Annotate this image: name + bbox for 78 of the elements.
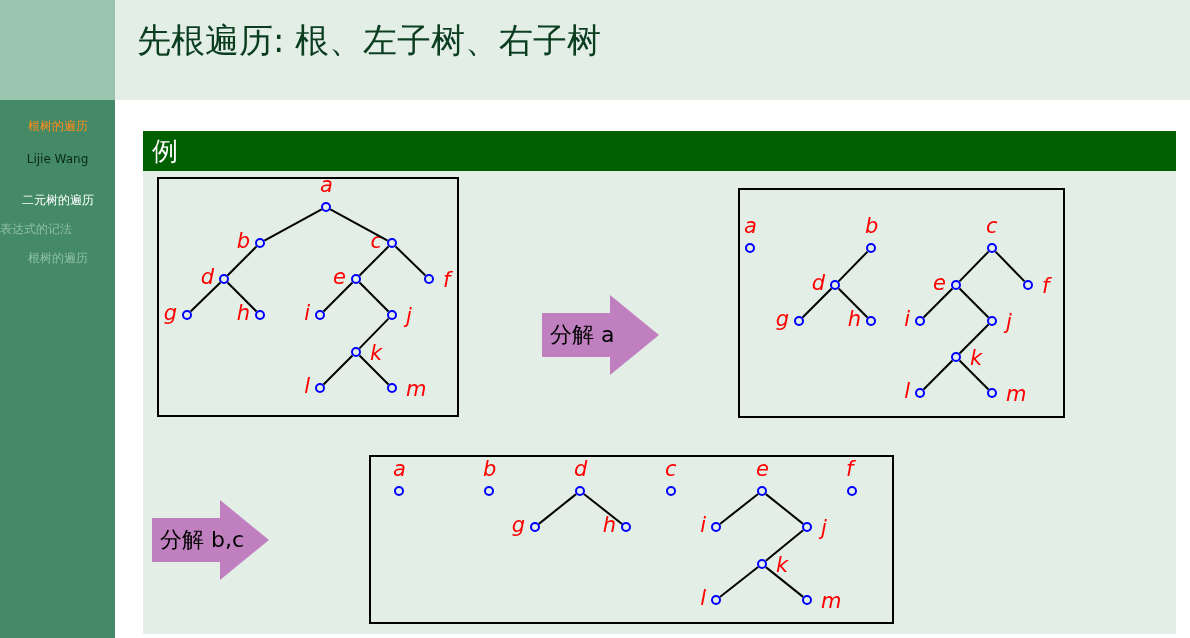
vertex-label: b	[236, 230, 250, 252]
vertex-label: f	[1042, 275, 1050, 297]
tree-edge	[189, 281, 222, 313]
tree-edge	[263, 208, 323, 242]
vertex-label: l	[700, 587, 706, 609]
vertex-label: b	[865, 215, 879, 237]
vertex-label: m	[821, 590, 842, 612]
vertex-label: h	[236, 302, 250, 324]
vertex-label: d	[200, 266, 214, 288]
tree-edge	[329, 208, 389, 242]
tree-edge	[582, 493, 624, 525]
arrow-label: 分解 b,c	[160, 526, 245, 554]
vertex-label: d	[811, 272, 825, 294]
vertex-label: g	[511, 514, 525, 536]
vertex-label: d	[574, 458, 588, 480]
tree-frame	[369, 455, 894, 624]
vertex-label: e	[333, 266, 346, 288]
tree-edge	[226, 281, 258, 313]
tree-edge	[322, 281, 354, 313]
slide-title: 先根遍历: 根、左子树、右子树	[137, 19, 602, 62]
vertex-label: k	[970, 347, 983, 369]
block-arrow	[152, 500, 270, 580]
vertex-label: m	[406, 378, 427, 400]
vertex-label: k	[776, 554, 789, 576]
vertex-label: b	[483, 458, 497, 480]
tree-edge	[922, 359, 954, 391]
tree-edge	[958, 323, 990, 355]
tree-edge	[537, 493, 578, 525]
vertex-label: f	[846, 458, 854, 480]
vertex-label: c	[665, 458, 677, 480]
tree-edge	[958, 287, 990, 319]
vertex-label: h	[602, 514, 616, 536]
vertex-label: h	[847, 308, 861, 330]
vertex-label: e	[756, 458, 769, 480]
tree-edge	[764, 529, 805, 562]
tree-edge	[958, 359, 990, 391]
tree-frame	[738, 188, 1065, 418]
vertex-label: e	[933, 272, 946, 294]
vertex-label: i	[904, 308, 910, 330]
vertex-label: l	[904, 380, 910, 402]
tree-edge	[764, 493, 805, 525]
vertex-label: a	[393, 458, 406, 480]
vertex-label: c	[986, 215, 998, 237]
vertex-label: i	[700, 514, 706, 536]
tree-edge	[226, 245, 258, 277]
side-nav-item: 二元树的遍历	[20, 193, 95, 207]
tree-edge	[322, 354, 354, 386]
author-name: Lijie Wang	[25, 152, 90, 166]
side-nav-item: 根树的遍历	[26, 251, 89, 265]
vertex-label: f	[443, 269, 451, 291]
tree-edge	[358, 317, 390, 350]
tree-edge	[358, 354, 390, 386]
tree-edge	[358, 245, 390, 277]
tree-edge	[837, 287, 869, 319]
vertex-label: g	[163, 302, 177, 324]
vertex-label: i	[304, 302, 310, 324]
vertex-label: g	[775, 308, 789, 330]
tree-edge	[994, 250, 1026, 283]
tree-edge	[718, 566, 760, 598]
tree-edge	[958, 250, 990, 283]
tree-edge	[718, 493, 760, 525]
tree-edge	[922, 287, 954, 319]
tree-edge	[837, 250, 869, 283]
arrow-label: 分解 a	[550, 321, 615, 349]
tree-edge	[394, 245, 427, 277]
vertex-label: l	[304, 375, 310, 397]
vertex-label: m	[1006, 383, 1027, 405]
side-nav-item: 表达式的记法	[0, 222, 72, 236]
side-nav-item: 根树的遍历	[26, 119, 89, 133]
tree-edge	[358, 281, 390, 313]
block-title: 例	[152, 135, 178, 167]
tree-frame	[157, 177, 459, 417]
vertex-label: k	[370, 342, 383, 364]
tree-edge	[764, 566, 805, 598]
block-arrow	[542, 295, 660, 375]
tree-edge	[801, 287, 833, 319]
vertex-label: a	[320, 174, 333, 196]
vertex-label: a	[744, 215, 757, 237]
